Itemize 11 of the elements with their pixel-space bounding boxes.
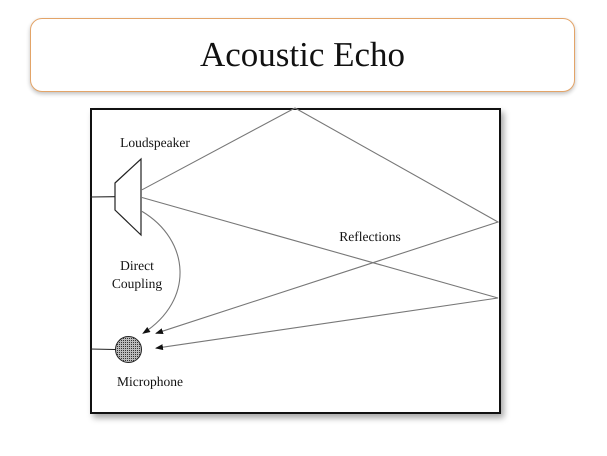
wire-line [90,348,116,350]
arrow [142,210,180,334]
edge-label: Direct Coupling [110,257,164,294]
node-label: Loudspeaker [120,135,190,151]
wire-line [90,196,115,198]
annotation-label: Reflections [339,228,401,246]
room-box [90,108,501,414]
arrow [142,107,500,334]
arrow [142,196,499,350]
node-label: Microphone [117,374,183,390]
title-banner: Acoustic Echo [30,18,575,92]
